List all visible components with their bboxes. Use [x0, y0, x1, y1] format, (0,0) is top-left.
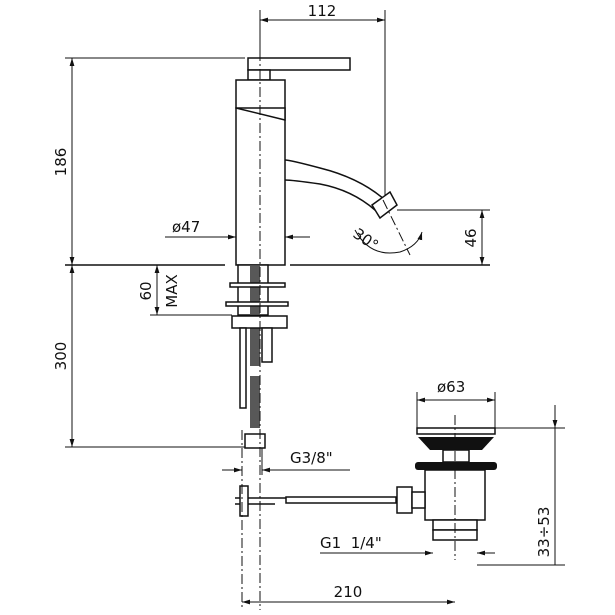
dimension-diameter-63: ø63 — [416, 378, 496, 428]
dimension-label: ø47 — [172, 218, 200, 236]
dimension-112: 112 — [259, 2, 386, 195]
dimension-label: 30° — [350, 225, 382, 255]
dimension-label: 60 — [137, 281, 155, 300]
max-label: MAX — [163, 274, 181, 307]
dimension-g3-8: G3/8" — [222, 448, 350, 475]
dimension-label: 112 — [308, 2, 337, 20]
dimension-label: 300 — [52, 342, 70, 371]
dimension-46: 46 — [397, 209, 490, 265]
dimension-300: 300 — [52, 265, 245, 448]
dimension-186: 186 — [52, 57, 245, 265]
waste-drain — [396, 427, 497, 541]
dimension-label: G1 1/4" — [320, 534, 382, 552]
dimension-label: 210 — [334, 583, 363, 601]
fixing-assembly — [225, 264, 397, 517]
dimension-33-53: 33÷53 — [477, 405, 565, 566]
dimension-label: 186 — [52, 148, 70, 177]
dimension-diameter-47: ø47 — [165, 218, 310, 240]
dimension-label: 33÷53 — [535, 507, 553, 558]
center-lines — [241, 15, 456, 610]
dimension-label: ø63 — [437, 378, 465, 396]
dimension-60-max: 60 MAX — [137, 265, 232, 316]
dimension-g1-1-4: G1 1/4" — [320, 534, 495, 556]
dimension-label: G3/8" — [290, 449, 333, 467]
dimension-label: 46 — [462, 228, 480, 247]
dimension-210: 210 — [242, 583, 455, 605]
dimension-angle-30: 30° — [350, 225, 423, 255]
